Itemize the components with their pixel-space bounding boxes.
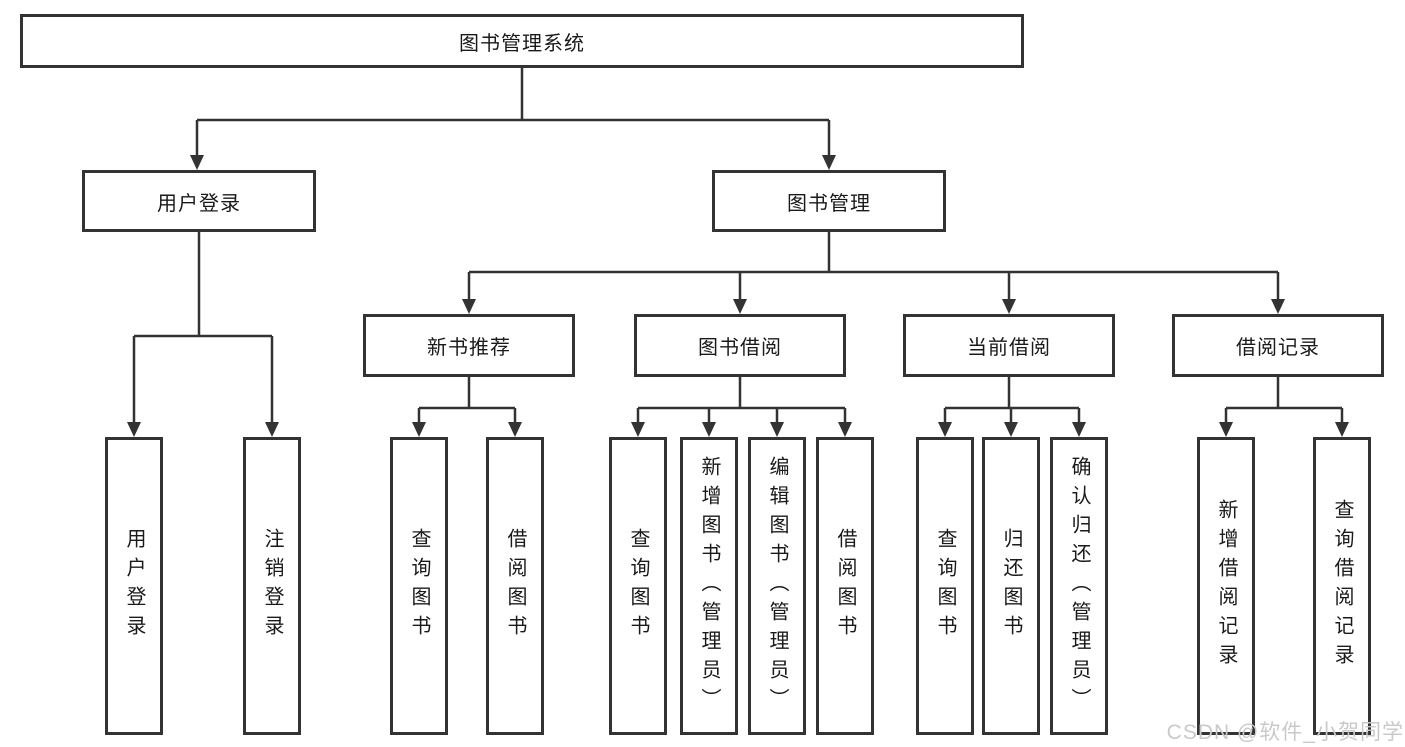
arrowhead xyxy=(631,422,645,437)
leaf-label: 查询借阅记录 xyxy=(1331,499,1353,673)
arrowhead xyxy=(733,299,747,314)
leaf-label: 新增图书（管理员） xyxy=(698,455,720,717)
leaf-label: 确认归还（管理员） xyxy=(1068,455,1090,717)
leaf-records-query-record: 查询借阅记录 xyxy=(1313,437,1371,735)
node-root-library-system: 图书管理系统 xyxy=(20,14,1024,68)
arrowhead xyxy=(1004,422,1018,437)
node-label: 图书借阅 xyxy=(698,337,782,359)
connector-root xyxy=(195,68,831,156)
connector-book-borrow xyxy=(636,377,847,423)
arrowhead xyxy=(1072,422,1086,437)
leaf-records-add-record: 新增借阅记录 xyxy=(1197,437,1255,735)
leaf-borrow-query-books: 查询图书 xyxy=(609,437,667,735)
arrowhead xyxy=(702,422,716,437)
leaf-label: 借阅图书 xyxy=(834,528,856,644)
arrowhead xyxy=(412,422,426,437)
node-borrow-records: 借阅记录 xyxy=(1172,314,1384,377)
arrowhead xyxy=(1002,299,1016,314)
node-label: 当前借阅 xyxy=(967,337,1051,359)
arrowhead xyxy=(508,422,522,437)
leaf-current-confirm-return-admin: 确认归还（管理员） xyxy=(1050,437,1108,735)
connector-new-book xyxy=(417,377,517,423)
leaf-label: 归还图书 xyxy=(1000,528,1022,644)
connector-borrow-records xyxy=(1224,377,1344,423)
leaf-label: 编辑图书（管理员） xyxy=(766,455,788,717)
arrowhead xyxy=(938,422,952,437)
leaf-label: 注销登录 xyxy=(261,528,283,644)
leaf-borrow-add-books-admin: 新增图书（管理员） xyxy=(680,437,738,735)
node-label: 图书管理系统 xyxy=(459,32,585,55)
arrowhead xyxy=(190,155,204,170)
leaf-recommend-query-books: 查询图书 xyxy=(390,437,448,735)
leaf-label: 查询图书 xyxy=(408,528,430,644)
leaf-current-query-books: 查询图书 xyxy=(916,437,974,735)
leaf-borrow-edit-books-admin: 编辑图书（管理员） xyxy=(748,437,806,735)
arrowhead xyxy=(1219,422,1233,437)
leaf-label: 借阅图书 xyxy=(504,528,526,644)
arrowhead xyxy=(822,155,836,170)
node-user-login: 用户登录 xyxy=(82,170,316,232)
csdn-watermark: CSDN @软件_小贺同学 xyxy=(1166,721,1404,744)
node-label: 借阅记录 xyxy=(1236,337,1320,359)
connector-user-login xyxy=(132,232,274,423)
leaf-label: 查询图书 xyxy=(934,528,956,644)
arrowhead xyxy=(265,422,279,437)
leaf-label: 查询图书 xyxy=(627,528,649,644)
node-label: 新书推荐 xyxy=(427,337,511,359)
arrowhead xyxy=(462,299,476,314)
leaf-logout: 注销登录 xyxy=(243,437,301,735)
leaf-current-return-books: 归还图书 xyxy=(982,437,1040,735)
node-label: 用户登录 xyxy=(157,192,241,215)
leaf-borrow-borrow-books: 借阅图书 xyxy=(816,437,874,735)
leaf-recommend-borrow-books: 借阅图书 xyxy=(486,437,544,735)
arrowhead xyxy=(838,422,852,437)
node-book-management: 图书管理 xyxy=(712,170,946,232)
node-new-book-recommend: 新书推荐 xyxy=(363,314,575,377)
arrowhead xyxy=(770,422,784,437)
leaf-user-login: 用户登录 xyxy=(105,437,163,735)
leaf-label: 用户登录 xyxy=(123,528,145,644)
node-current-borrow: 当前借阅 xyxy=(903,314,1115,377)
connector-current-borrow xyxy=(943,377,1081,423)
arrowhead xyxy=(1271,299,1285,314)
node-book-borrow: 图书借阅 xyxy=(634,314,846,377)
arrowhead xyxy=(127,422,141,437)
leaf-label: 新增借阅记录 xyxy=(1215,499,1237,673)
node-label: 图书管理 xyxy=(787,192,871,215)
connector-book-management xyxy=(467,232,1280,300)
arrowhead xyxy=(1335,422,1349,437)
